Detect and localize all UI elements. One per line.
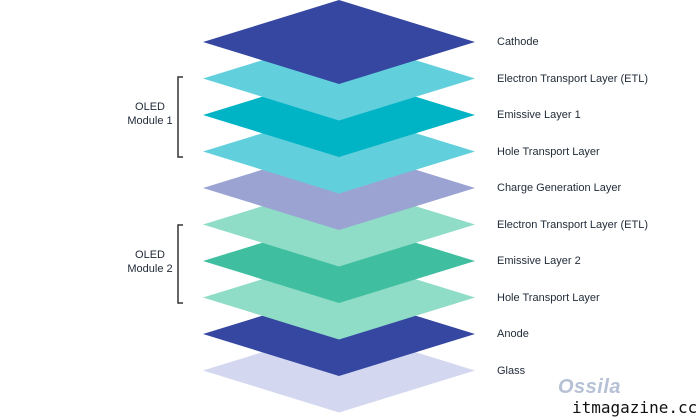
ossila-logo: Ossila [558,376,622,398]
layer-label-6: Electron Transport Layer (ETL) [497,218,649,231]
layer-label-1: Cathode [497,36,539,48]
module-2-label: OLED Module 2 [105,248,195,276]
layer-label-4: Hole Transport Layer [497,145,600,158]
layer-label-9: Anode [497,328,529,340]
module-2-line1: OLED [135,249,165,261]
module-1-bracket [177,76,183,158]
layer-label-5: Charge Generation Layer [497,182,622,194]
module-1-label: OLED Module 1 [105,100,195,128]
layer-label-7: Emissive Layer 2 [497,255,581,267]
layer-label-2: Electron Transport Layer (ETL) [497,72,649,85]
watermark: itmagazine.cc [572,398,698,417]
layer-label-10: Glass [497,364,526,377]
module-2-line2: Module 2 [127,263,173,275]
layer-label-8: Hole Transport Layer [497,291,600,304]
module-1-line1: OLED [135,101,165,113]
layer-label-3: Emissive Layer 1 [497,109,581,121]
module-1-line2: Module 1 [127,115,173,127]
module-2-bracket [177,224,183,304]
layer-1 [203,0,475,84]
